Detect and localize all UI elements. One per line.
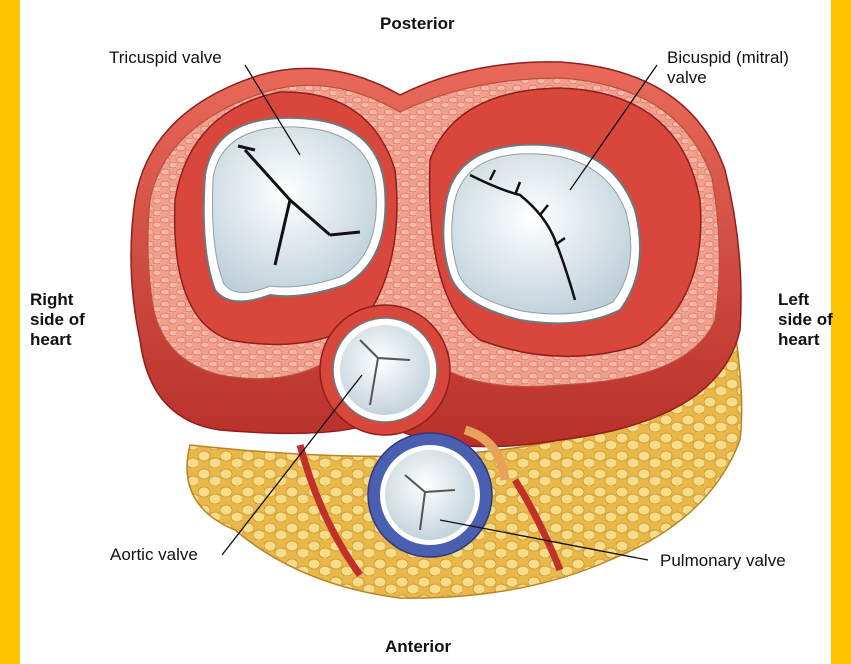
left-side-label: Left side of heart bbox=[778, 290, 833, 350]
right-side-label: Right side of heart bbox=[30, 290, 85, 350]
bicuspid-line-1: Bicuspid (mitral) bbox=[667, 48, 789, 68]
tricuspid-label: Tricuspid valve bbox=[109, 48, 222, 68]
pulmonary-valve bbox=[368, 433, 492, 557]
left-side-line-1: Left bbox=[778, 290, 833, 310]
bicuspid-label: Bicuspid (mitral) valve bbox=[667, 48, 789, 88]
anterior-label: Anterior bbox=[385, 637, 451, 657]
left-side-line-3: heart bbox=[778, 330, 833, 350]
right-side-line-2: side of bbox=[30, 310, 85, 330]
left-side-line-2: side of bbox=[778, 310, 833, 330]
aortic-valve bbox=[320, 305, 450, 435]
posterior-label: Posterior bbox=[380, 14, 455, 34]
right-side-line-1: Right bbox=[30, 290, 85, 310]
aortic-label: Aortic valve bbox=[110, 545, 198, 565]
mitral-valve bbox=[443, 145, 640, 324]
right-side-line-3: heart bbox=[30, 330, 85, 350]
bicuspid-line-2: valve bbox=[667, 68, 789, 88]
pulmonary-label: Pulmonary valve bbox=[660, 551, 786, 571]
